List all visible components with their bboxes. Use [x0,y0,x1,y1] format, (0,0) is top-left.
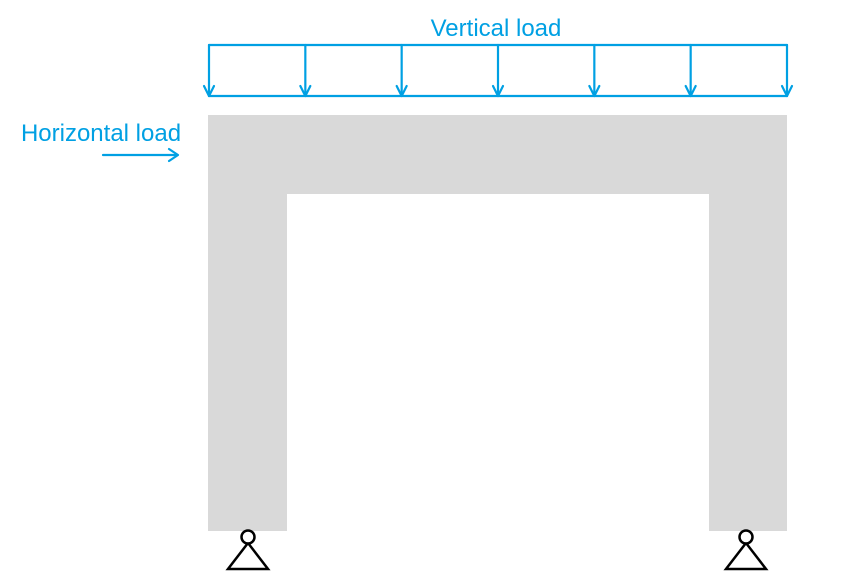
vertical-load-arrow-head [780,84,794,98]
vertical-load-group [202,43,794,98]
left-pin-support-triangle [225,540,271,571]
horizontal-load-label: Horizontal load [21,120,181,147]
left-pin-support-hinge [240,529,256,545]
vertical-load-arrow-head [395,84,408,98]
right-pin-support-hinge [738,529,754,545]
frame-right-column [709,115,787,531]
vertical-load-arrow-head [491,84,505,98]
frame-left-column [208,115,287,531]
vertical-load-arrow-head [202,84,216,98]
right-pin-support-triangle [723,540,769,571]
horizontal-load-arrow [101,147,180,163]
left-pin-support [225,529,271,571]
right-pin-support [723,529,769,571]
vertical-load-arrow-head [299,84,312,98]
vertical-load-label: Vertical load [431,15,562,42]
vertical-load-arrow-head [684,84,697,98]
vertical-load-arrows [202,43,794,98]
vertical-load-arrow-head [588,84,601,98]
horizontal-load-arrow-head [167,147,180,163]
frame-beam [208,115,787,194]
